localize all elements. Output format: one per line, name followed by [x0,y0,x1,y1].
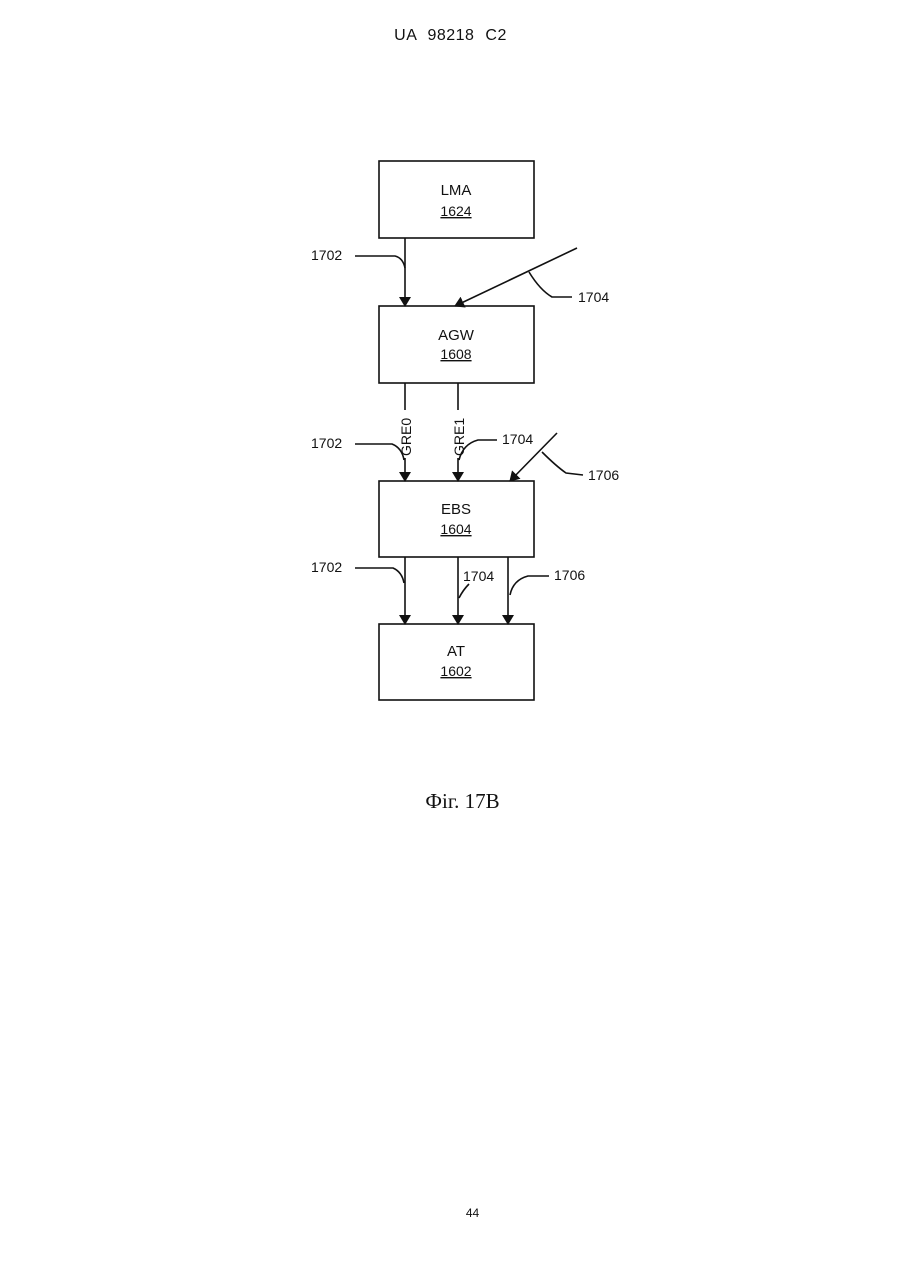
node-agw-number: 1608 [440,346,471,362]
node-at: AT 1602 [379,624,534,700]
node-lma-number: 1624 [440,203,471,219]
label-1704-b: 1704 [502,431,533,447]
node-ebs: EBS 1604 [379,481,534,557]
node-lma: LMA 1624 [379,161,534,238]
leader-1702-a [355,256,405,268]
leader-1704-a [529,272,572,297]
figure-caption: Фіг. 17В [0,789,901,814]
node-agw-box [379,306,534,383]
label-1706-c: 1706 [554,567,585,583]
node-at-name: AT [447,643,465,660]
node-ebs-name: EBS [441,501,471,518]
node-ebs-box [379,481,534,557]
label-1704-a: 1704 [578,289,609,305]
label-1706-b: 1706 [588,467,619,483]
label-1702-c: 1702 [311,559,342,575]
leader-1702-c [355,568,404,583]
label-gre1: GRE1 [451,418,467,456]
leader-1706-c [510,576,549,595]
label-1702-b: 1702 [311,435,342,451]
node-lma-name: LMA [441,182,472,199]
page-number: 44 [0,1206,901,1220]
leader-1704-c [459,584,469,598]
leader-1706-b [542,452,583,475]
leader-1702-b [355,444,404,460]
node-ebs-number: 1604 [440,521,471,537]
label-1702-a: 1702 [311,247,342,263]
node-at-box [379,624,534,700]
node-at-number: 1602 [440,663,471,679]
label-1704-c: 1704 [463,568,494,584]
node-agw: AGW 1608 [379,306,534,383]
node-lma-box [379,161,534,238]
node-agw-name: AGW [438,327,475,344]
